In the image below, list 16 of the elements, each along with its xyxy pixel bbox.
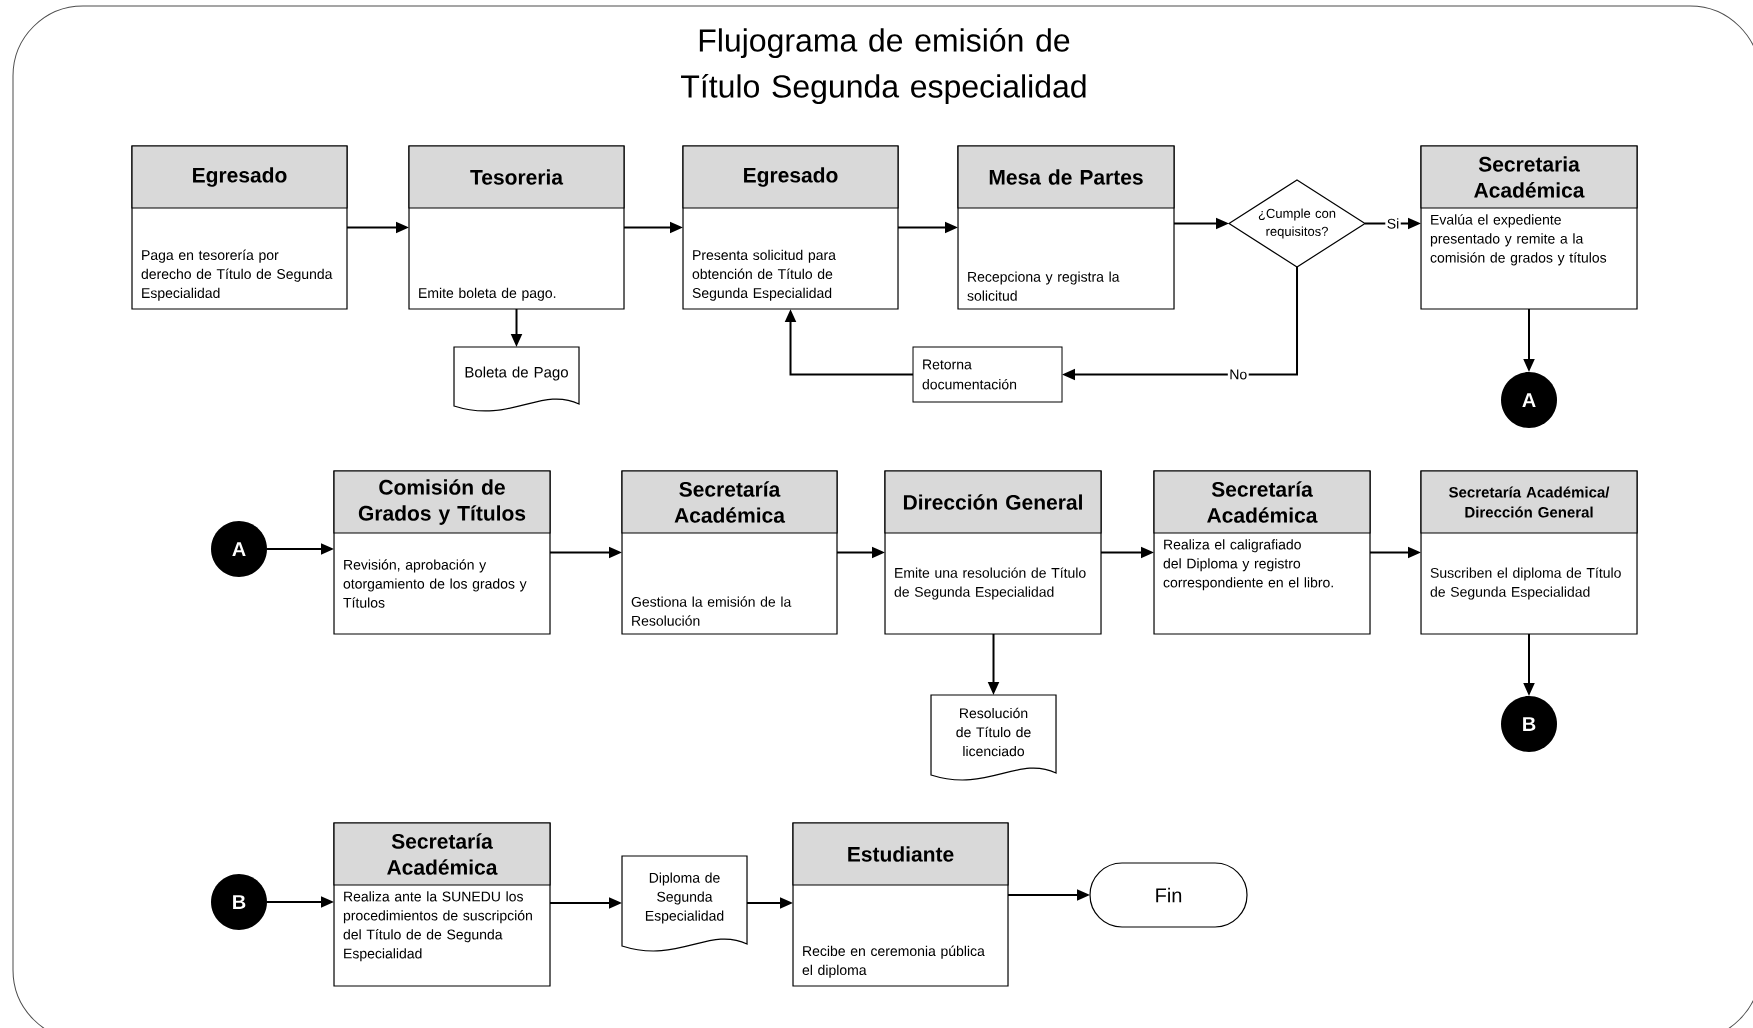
process-box: Secretaría Académica Gestiona la emisión de la Resolución	[621, 470, 838, 635]
process-box: Dirección General Emite una resolución de Título de Segunda Especialidad	[884, 470, 1102, 635]
process-box: Comisión de Grados y Títulos Revisión, aprobación y otorgamiento de los grados y Títulos	[333, 470, 551, 635]
process-box: Egresado Paga en tesorería por derecho de Título de Segunda Especialidad	[131, 145, 348, 310]
process-box: Estudiante Recibe en ceremonia pública el diploma	[792, 822, 1009, 987]
process-box: Mesa de Partes Recepciona y registra la solicitud	[957, 145, 1175, 310]
process-box: Secretaría Académica Realiza ante la SUNEDU los procedimientos de suscripción del Título de de Segunda Especialidad	[333, 822, 551, 987]
process-box: Secretaría Académica/ Dirección General Suscriben el diploma de Título de Segunda Especialidad	[1420, 470, 1638, 635]
edge-label: Si	[1385, 216, 1401, 231]
title: Flujograma de emisión de Título Segunda especialidad	[681, 27, 1086, 105]
process-box: Secretaria Académica Evalúa el expediente presentado y remite a la comisión de grados y títulos	[1420, 145, 1638, 310]
process-box: Egresado Presenta solicitud para obtención de Título de Segunda Especialidad	[682, 145, 899, 310]
process-box: Retorna documentación	[912, 346, 1063, 403]
edge-label: No	[1227, 368, 1249, 381]
process-box: Tesoreria Emite boleta de pago.	[408, 145, 625, 310]
process-box: Secretaría Académica Realiza el caligrafiado del Diploma y registro correspondiente en el libro.	[1153, 470, 1371, 635]
